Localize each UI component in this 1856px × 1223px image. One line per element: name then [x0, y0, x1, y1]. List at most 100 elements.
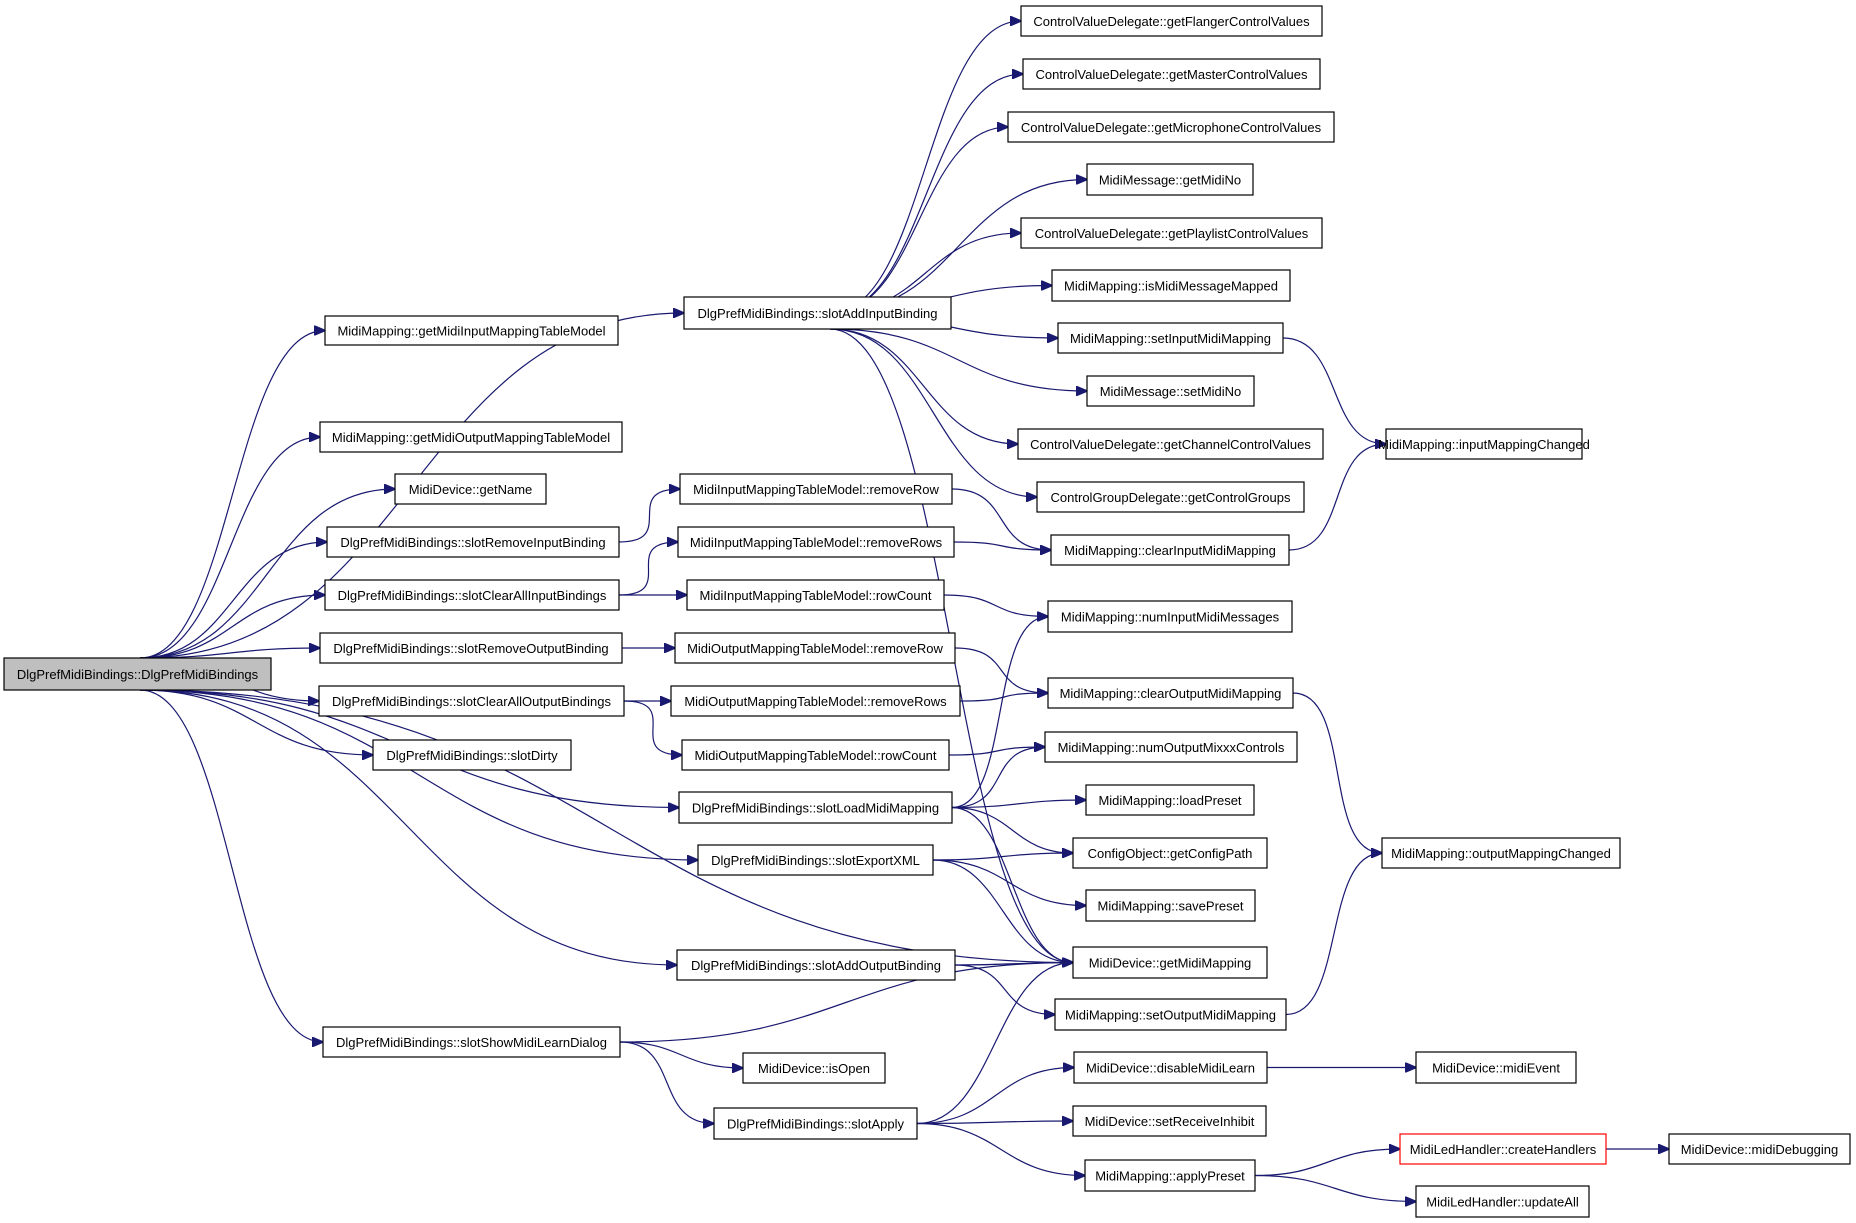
nodes-layer: DlgPrefMidiBindings::DlgPrefMidiBindings… — [3, 5, 1851, 1218]
node-get-name[interactable]: MidiDevice::getName — [394, 473, 547, 505]
edge-slot-add-input-binding-to-get-control-groups — [829, 328, 1037, 497]
node-box — [324, 315, 619, 346]
node-num-output-mixxx-controls[interactable]: MidiMapping::numOutputMixxxControls — [1044, 731, 1298, 763]
node-save-preset[interactable]: MidiMapping::savePreset — [1085, 889, 1256, 922]
node-apply-preset[interactable]: MidiMapping::applyPreset — [1084, 1159, 1256, 1192]
node-label: MidiLedHandler::createHandlers — [1410, 1142, 1597, 1157]
node-slot-clear-all-input-bindings[interactable]: DlgPrefMidiBindings::slotClearAllInputBi… — [324, 579, 620, 611]
node-is-open[interactable]: MidiDevice::isOpen — [742, 1052, 886, 1084]
edge-slot-add-input-binding-to-set-midi-no — [829, 328, 1087, 391]
node-get-channel[interactable]: ControlValueDelegate::getChannelControlV… — [1017, 428, 1324, 460]
node-out-row-count[interactable]: MidiOutputMappingTableModel::rowCount — [681, 739, 950, 771]
node-get-midi-output-mapping-table-model[interactable]: MidiMapping::getMidiOutputMappingTableMo… — [319, 421, 623, 453]
node-label: DlgPrefMidiBindings::slotRemoveInputBind… — [340, 535, 605, 550]
edge-slot-load-midi-mapping-to-load-preset — [951, 800, 1086, 809]
node-label: ControlGroupDelegate::getControlGroups — [1051, 490, 1291, 505]
node-in-remove-row[interactable]: MidiInputMappingTableModel::removeRow — [679, 473, 953, 505]
node-box — [1084, 1159, 1256, 1192]
edge-slot-add-input-binding-to-get-microphone — [829, 127, 1008, 314]
node-slot-apply[interactable]: DlgPrefMidiBindings::slotApply — [713, 1107, 918, 1140]
node-get-flanger[interactable]: ControlValueDelegate::getFlangerControlV… — [1020, 5, 1323, 37]
node-out-remove-rows[interactable]: MidiOutputMappingTableModel::removeRows — [670, 685, 961, 717]
node-box — [1085, 784, 1255, 816]
node-label: MidiMessage::setMidiNo — [1100, 384, 1242, 399]
node-slot-export-xml[interactable]: DlgPrefMidiBindings::slotExportXML — [697, 844, 934, 876]
node-get-microphone[interactable]: ControlValueDelegate::getMicrophoneContr… — [1007, 111, 1335, 143]
node-box — [1047, 600, 1293, 633]
node-get-midi-mapping[interactable]: MidiDevice::getMidiMapping — [1072, 946, 1268, 979]
edge-in-row-count-to-num-input-midi-messages — [943, 594, 1048, 617]
node-label: MidiMapping::clearInputMidiMapping — [1064, 543, 1276, 558]
node-label: DlgPrefMidiBindings::slotClearAllOutputB… — [332, 694, 611, 709]
node-slot-load-midi-mapping[interactable]: DlgPrefMidiBindings::slotLoadMidiMapping — [678, 791, 953, 824]
node-slot-add-input-binding[interactable]: DlgPrefMidiBindings::slotAddInputBinding — [683, 296, 952, 330]
node-clear-input-midi-mapping[interactable]: MidiMapping::clearInputMidiMapping — [1050, 534, 1290, 566]
node-box — [1085, 889, 1256, 922]
node-root[interactable]: DlgPrefMidiBindings::DlgPrefMidiBindings — [3, 657, 272, 691]
node-set-midi-no[interactable]: MidiMessage::setMidiNo — [1086, 375, 1255, 407]
node-update-all[interactable]: MidiLedHandler::updateAll — [1415, 1185, 1590, 1218]
node-get-playlist[interactable]: ControlValueDelegate::getPlaylistControl… — [1020, 217, 1323, 249]
edge-slot-add-input-binding-to-get-flanger — [829, 21, 1021, 314]
node-box — [3, 657, 272, 691]
node-is-midi-message-mapped[interactable]: MidiMapping::isMidiMessageMapped — [1051, 269, 1291, 302]
node-slot-show-midi-learn-dialog[interactable]: DlgPrefMidiBindings::slotShowMidiLearnDi… — [322, 1026, 621, 1058]
node-slot-remove-input-binding[interactable]: DlgPrefMidiBindings::slotRemoveInputBind… — [326, 526, 620, 558]
node-label: ConfigObject::getConfigPath — [1088, 846, 1253, 861]
node-disable-midi-learn[interactable]: MidiDevice::disableMidiLearn — [1073, 1051, 1268, 1084]
edge-root-to-slot-clear-all-input-bindings — [139, 595, 325, 659]
edge-out-remove-rows-to-clear-output-midi-mapping — [959, 693, 1048, 702]
node-output-mapping-changed[interactable]: MidiMapping::outputMappingChanged — [1381, 837, 1621, 869]
node-box — [1020, 217, 1323, 249]
node-load-preset[interactable]: MidiMapping::loadPreset — [1085, 784, 1255, 816]
node-in-remove-rows[interactable]: MidiInputMappingTableModel::removeRows — [677, 526, 955, 558]
node-label: DlgPrefMidiBindings::slotShowMidiLearnDi… — [336, 1035, 607, 1050]
edge-slot-add-input-binding-to-get-channel — [829, 328, 1018, 444]
node-box — [676, 949, 956, 981]
node-slot-dirty[interactable]: DlgPrefMidiBindings::slotDirty — [372, 739, 572, 771]
node-label: MidiOutputMappingTableModel::removeRow — [687, 641, 943, 656]
node-create-handlers[interactable]: MidiLedHandler::createHandlers — [1399, 1133, 1607, 1165]
node-get-midi-input-mapping-table-model[interactable]: MidiMapping::getMidiInputMappingTableMod… — [324, 315, 619, 346]
node-get-master[interactable]: ControlValueDelegate::getMasterControlVa… — [1022, 58, 1321, 90]
node-box — [697, 844, 934, 876]
node-label: MidiMapping::setInputMidiMapping — [1070, 331, 1271, 346]
node-box — [679, 473, 953, 505]
node-label: MidiDevice::getName — [409, 482, 533, 497]
node-box — [1415, 1051, 1577, 1084]
node-slot-clear-all-output-bindings[interactable]: DlgPrefMidiBindings::slotClearAllOutputB… — [318, 685, 625, 717]
node-label: MidiMapping::savePreset — [1098, 899, 1244, 914]
node-get-control-groups[interactable]: ControlGroupDelegate::getControlGroups — [1036, 481, 1305, 513]
node-label: MidiInputMappingTableModel::removeRow — [693, 482, 939, 497]
node-midi-debugging[interactable]: MidiDevice::midiDebugging — [1668, 1133, 1851, 1165]
node-label: MidiMapping::loadPreset — [1098, 793, 1241, 808]
node-out-remove-row[interactable]: MidiOutputMappingTableModel::removeRow — [674, 632, 956, 664]
node-set-receive-inhibit[interactable]: MidiDevice::setReceiveInhibit — [1072, 1105, 1267, 1137]
node-get-midi-no[interactable]: MidiMessage::getMidiNo — [1086, 163, 1254, 196]
edge-apply-preset-to-update-all — [1254, 1174, 1416, 1202]
node-box — [1054, 998, 1287, 1031]
edge-root-to-slot-show-midi-learn-dialog — [139, 689, 323, 1042]
node-box — [1073, 1051, 1268, 1084]
edge-slot-load-midi-mapping-to-num-output-mixxx-controls — [951, 747, 1045, 809]
node-num-input-midi-messages[interactable]: MidiMapping::numInputMidiMessages — [1047, 600, 1293, 633]
node-box — [324, 579, 620, 611]
node-in-row-count[interactable]: MidiInputMappingTableModel::rowCount — [686, 579, 945, 611]
node-label: MidiOutputMappingTableModel::rowCount — [694, 748, 936, 763]
node-slot-add-output-binding[interactable]: DlgPrefMidiBindings::slotAddOutputBindin… — [676, 949, 956, 981]
node-set-output-midi-mapping[interactable]: MidiMapping::setOutputMidiMapping — [1054, 998, 1287, 1031]
node-box — [674, 632, 956, 664]
node-box — [1668, 1133, 1851, 1165]
node-get-config-path[interactable]: ConfigObject::getConfigPath — [1072, 837, 1268, 869]
node-clear-output-midi-mapping[interactable]: MidiMapping::clearOutputMidiMapping — [1047, 677, 1294, 709]
node-label: MidiInputMappingTableModel::removeRows — [690, 535, 943, 550]
node-input-mapping-changed[interactable]: MidiMapping::inputMappingChanged — [1378, 428, 1590, 460]
node-set-input-midi-mapping[interactable]: MidiMapping::setInputMidiMapping — [1057, 322, 1284, 354]
node-box — [1072, 1105, 1267, 1137]
node-midi-event[interactable]: MidiDevice::midiEvent — [1415, 1051, 1577, 1084]
node-box — [1050, 534, 1290, 566]
node-slot-remove-output-binding[interactable]: DlgPrefMidiBindings::slotRemoveOutputBin… — [319, 632, 623, 664]
edge-out-remove-row-to-clear-output-midi-mapping — [954, 647, 1048, 693]
edge-root-to-slot-add-output-binding — [139, 689, 677, 965]
node-label: MidiMapping::numInputMidiMessages — [1061, 610, 1280, 625]
